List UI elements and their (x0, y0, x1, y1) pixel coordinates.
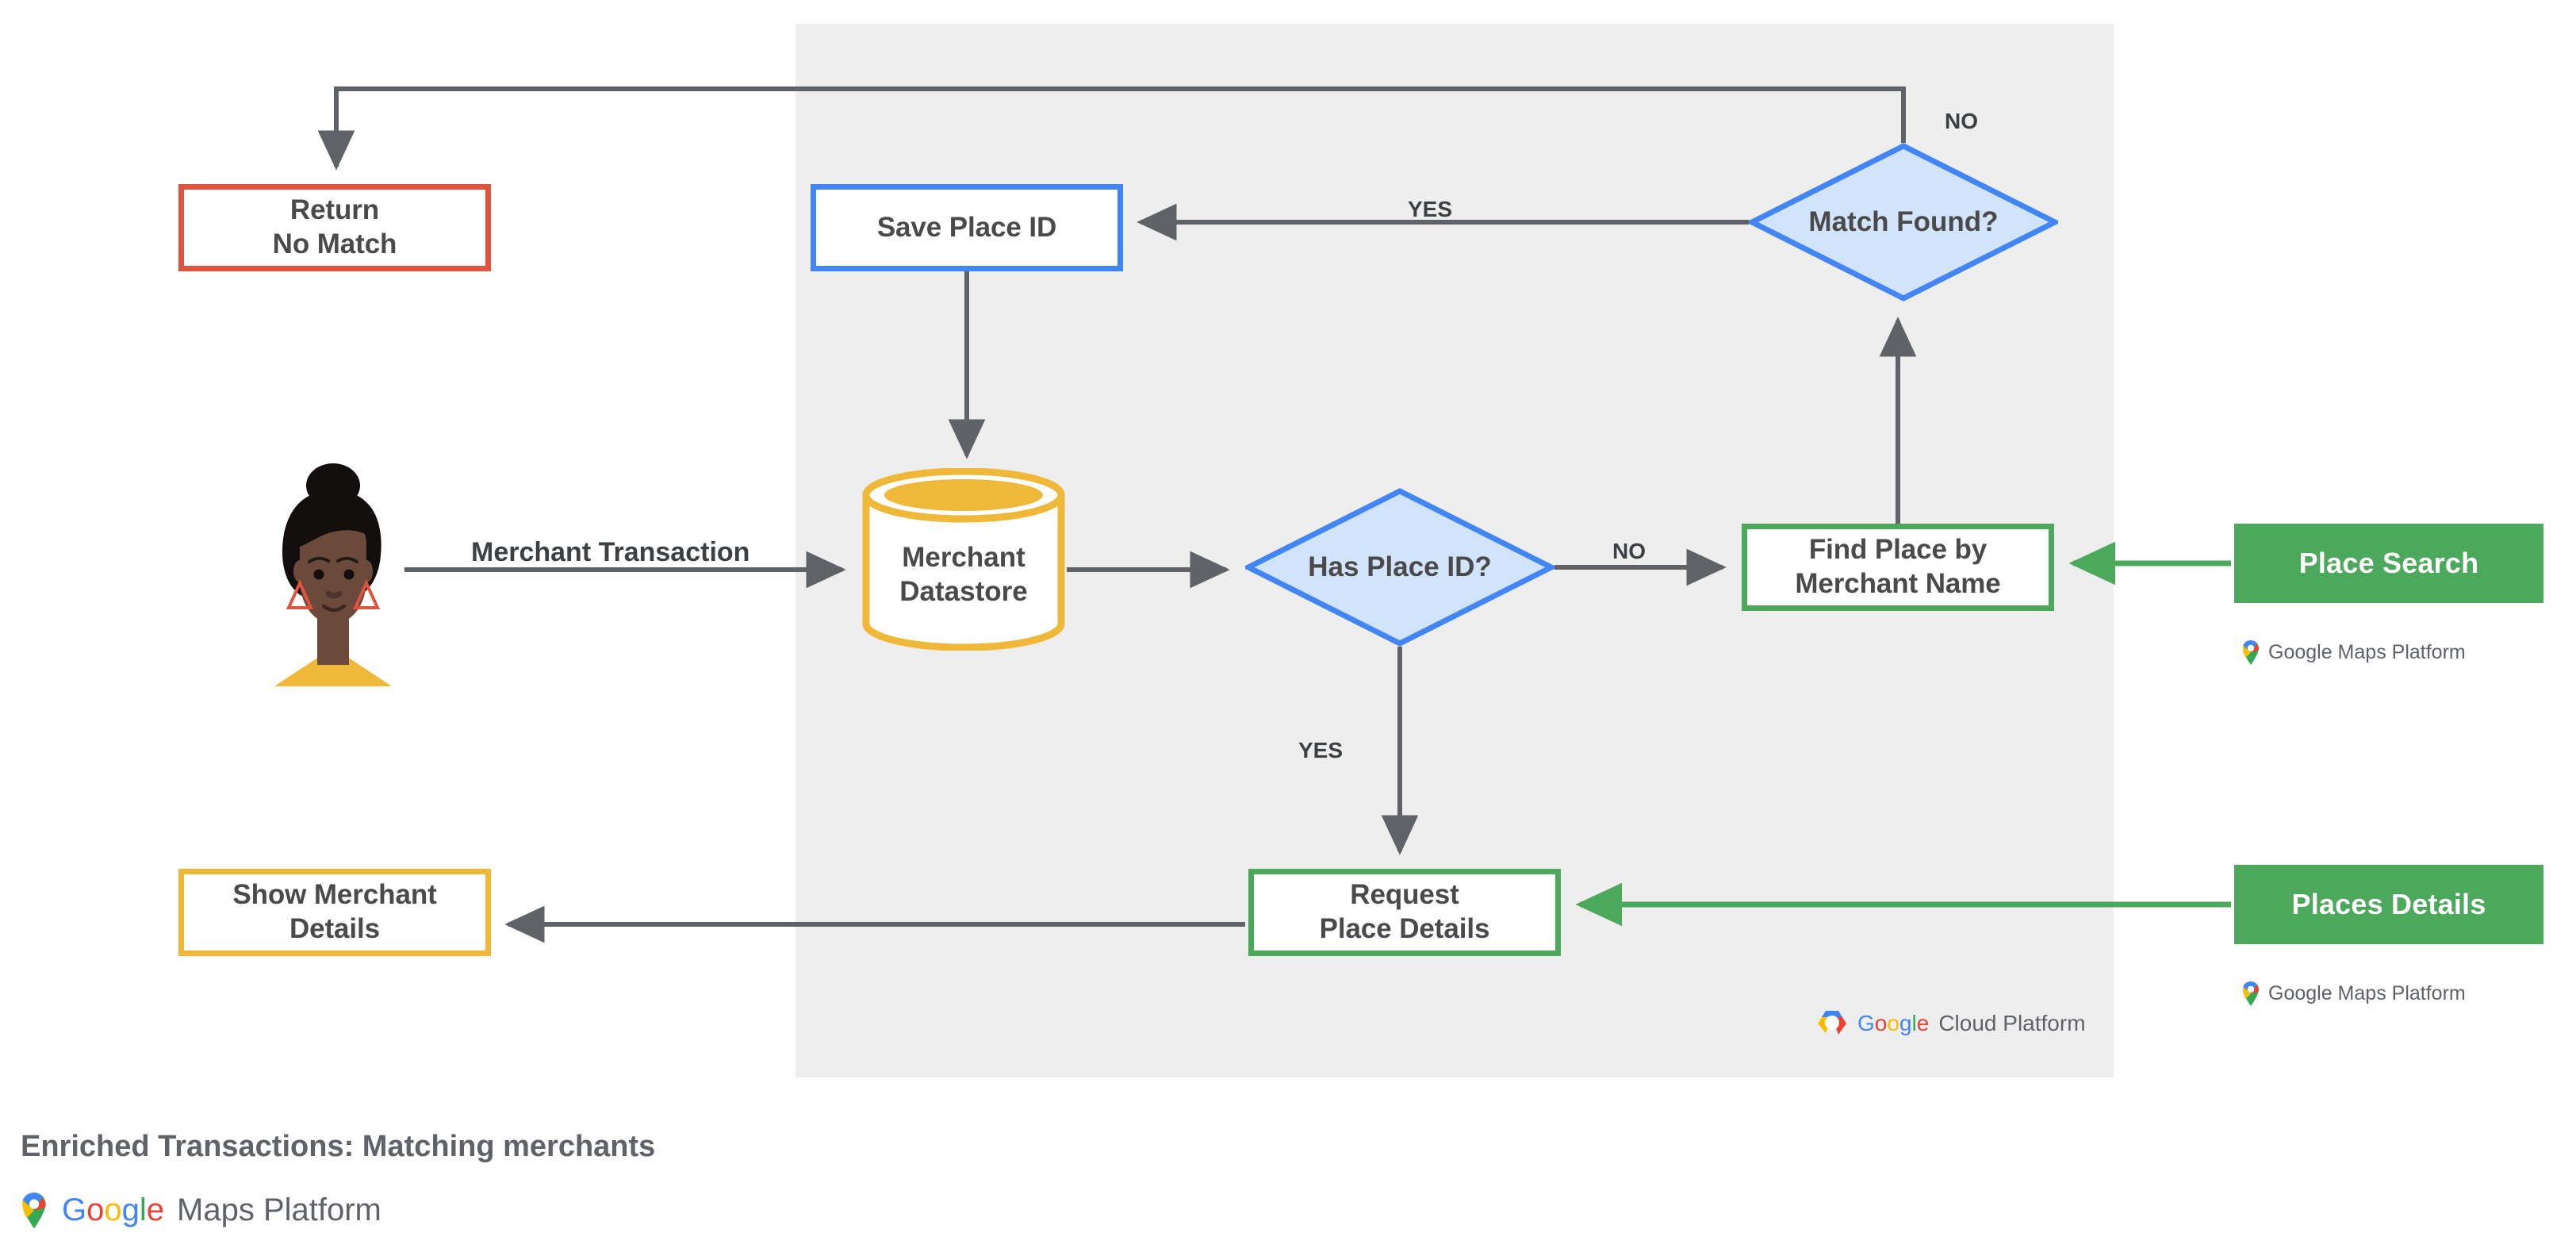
api-chip-places-details[interactable]: Places Details (2234, 865, 2543, 944)
places-details-brand-caption: Google Maps Platform (2241, 980, 2466, 1007)
node-label-line2: Datastore (899, 576, 1028, 607)
node-match-found-decision[interactable]: Match Found? (1749, 143, 2058, 301)
logo-letter-o1: o (1874, 1011, 1888, 1035)
node-label-line2: Place Details (1319, 913, 1490, 944)
api-chip-caption: Google Maps Platform (2268, 640, 2466, 663)
logo-letter-g2: g (1899, 1011, 1912, 1035)
logo-letter-o1: o (86, 1192, 105, 1227)
node-label-line1: Find Place by (1808, 534, 1988, 566)
logo-letter-e: e (146, 1192, 165, 1227)
edge-no-match-to-return (317, 86, 1906, 171)
node-find-place-by-merchant-name[interactable]: Find Place by Merchant Name (1742, 524, 2054, 611)
node-label-line1: Save Place ID (876, 211, 1057, 243)
diagram-title: Enriched Transactions: Matching merchant… (21, 1130, 656, 1163)
gmp-logo-suffix: Maps Platform (177, 1192, 381, 1227)
node-label-line2: No Match (272, 229, 397, 259)
place-search-brand-caption: Google Maps Platform (2241, 639, 2466, 666)
node-merchant-datastore[interactable]: Merchant Datastore (861, 468, 1067, 651)
api-chip-label: Places Details (2291, 888, 2486, 920)
edge-label-no-match-found: NO (1945, 109, 1978, 133)
node-return-no-match[interactable]: Return No Match (178, 184, 491, 271)
node-label-line1: Merchant (902, 542, 1025, 574)
node-merchant-datastore-label: Merchant Datastore (861, 500, 1067, 651)
edge-label-no-has-place-id: NO (1612, 539, 1646, 563)
logo-letter-o2: o (104, 1192, 122, 1227)
cloud-hexagon-icon (1818, 1011, 1846, 1035)
logo-letter-o2: o (1887, 1011, 1899, 1035)
logo-letter-e: e (1916, 1011, 1930, 1035)
edge-label-merchant-transaction: Merchant Transaction (471, 537, 750, 567)
edge-label-yes-match-found: YES (1408, 197, 1453, 221)
node-label-line1: Return (289, 194, 380, 226)
node-label-line2: Merchant Name (1795, 568, 2001, 599)
node-request-place-details[interactable]: Request Place Details (1248, 869, 1561, 956)
node-label-line1: Show Merchant (232, 879, 437, 911)
logo-letter-g2: g (121, 1192, 140, 1227)
node-label-line2: Details (289, 913, 381, 944)
api-chip-label: Place Search (2298, 547, 2479, 579)
node-label-line1: Request (1350, 879, 1459, 911)
cylinder-icon (862, 468, 1065, 651)
node-has-place-id-decision[interactable]: Has Place ID? (1245, 488, 1554, 647)
gcp-logo-suffix: Cloud Platform (1938, 1011, 2086, 1035)
edge-label-yes-has-place-id: YES (1298, 738, 1344, 762)
logo-letter-g1: G (62, 1192, 87, 1227)
google-maps-pin-icon (2242, 981, 2259, 1006)
api-chip-caption: Google Maps Platform (2268, 981, 2466, 1004)
node-show-merchant-details[interactable]: Show Merchant Details (178, 869, 491, 956)
api-chip-place-search[interactable]: Place Search (2234, 524, 2543, 603)
logo-letter-l: l (1911, 1011, 1917, 1035)
node-save-place-id[interactable]: Save Place ID (811, 184, 1123, 271)
user-avatar (262, 460, 404, 690)
logo-letter-g1: G (1857, 1011, 1875, 1035)
logo-letter-l: l (139, 1192, 147, 1227)
google-maps-pin-icon (2242, 640, 2259, 665)
google-maps-pin-icon (22, 1192, 46, 1229)
